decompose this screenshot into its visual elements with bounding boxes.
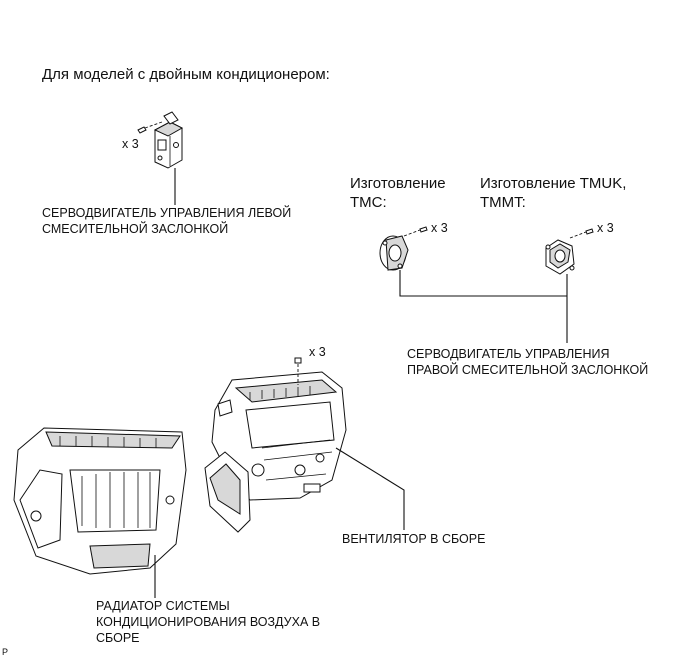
radiator-label-line-2: КОНДИЦИОНИРОВАНИЯ ВОЗДУХА В xyxy=(96,615,321,629)
left-servo-label-line-1: СЕРВОДВИГАТЕЛЬ УПРАВЛЕНИЯ ЛЕВОЙ xyxy=(42,206,292,220)
blower-label: ВЕНТИЛЯТОР В СБОРЕ xyxy=(342,532,486,546)
left-servo-quantity: x 3 xyxy=(122,137,139,151)
tmuk-variant-label: Изготовление TMUK, TMMT: xyxy=(480,174,626,212)
right-servo-label: СЕРВОДВИГАТЕЛЬ УПРАВЛЕНИЯ ПРАВОЙ СМЕСИТЕ… xyxy=(407,346,648,378)
blower-screw xyxy=(294,357,302,385)
left-servo-label-line-2: СМЕСИТЕЛЬНОЙ ЗАСЛОНКОЙ xyxy=(42,222,229,236)
right-servo-label-line-2: ПРАВОЙ СМЕСИТЕЛЬНОЙ ЗАСЛОНКОЙ xyxy=(407,363,649,377)
tmc-screw-quantity: x 3 xyxy=(431,221,448,235)
figure-reference: P xyxy=(2,647,9,657)
tmuk-screw xyxy=(569,228,594,239)
radiator-label-line-1: РАДИАТОР СИСТЕМЫ xyxy=(96,599,230,613)
page-title: Для моделей с двойным кондиционером: xyxy=(42,66,330,83)
right-servo-leader xyxy=(399,270,568,343)
blower-assembly-drawing xyxy=(204,371,347,533)
radiator-label: РАДИАТОР СИСТЕМЫ КОНДИЦИОНИРОВАНИЯ ВОЗДУ… xyxy=(96,598,320,646)
right-servo-label-line-1: СЕРВОДВИГАТЕЛЬ УПРАВЛЕНИЯ xyxy=(407,347,610,361)
radiator-assembly-drawing xyxy=(13,427,187,575)
tmc-servo-drawing xyxy=(379,235,409,271)
tmuk-variant-line-2: TMMT: xyxy=(480,194,526,211)
left-servo-label: СЕРВОДВИГАТЕЛЬ УПРАВЛЕНИЯ ЛЕВОЙ СМЕСИТЕЛ… xyxy=(42,205,291,237)
tmc-variant-label: Изготовление TMC: xyxy=(350,174,446,212)
radiator-label-line-3: СБОРЕ xyxy=(96,631,140,645)
tmuk-servo-drawing xyxy=(545,239,575,275)
tmc-variant-line-1: Изготовление xyxy=(350,175,446,192)
tmuk-variant-line-1: Изготовление TMUK, xyxy=(480,175,627,192)
tmc-screw xyxy=(403,226,428,237)
tmc-variant-line-2: TMC: xyxy=(350,194,387,211)
left-servo-motor-drawing xyxy=(153,111,184,169)
blower-screw-quantity: x 3 xyxy=(309,345,326,359)
tmuk-screw-quantity: x 3 xyxy=(597,221,614,235)
left-servo-screw xyxy=(137,121,163,134)
blower-leader xyxy=(335,447,405,530)
